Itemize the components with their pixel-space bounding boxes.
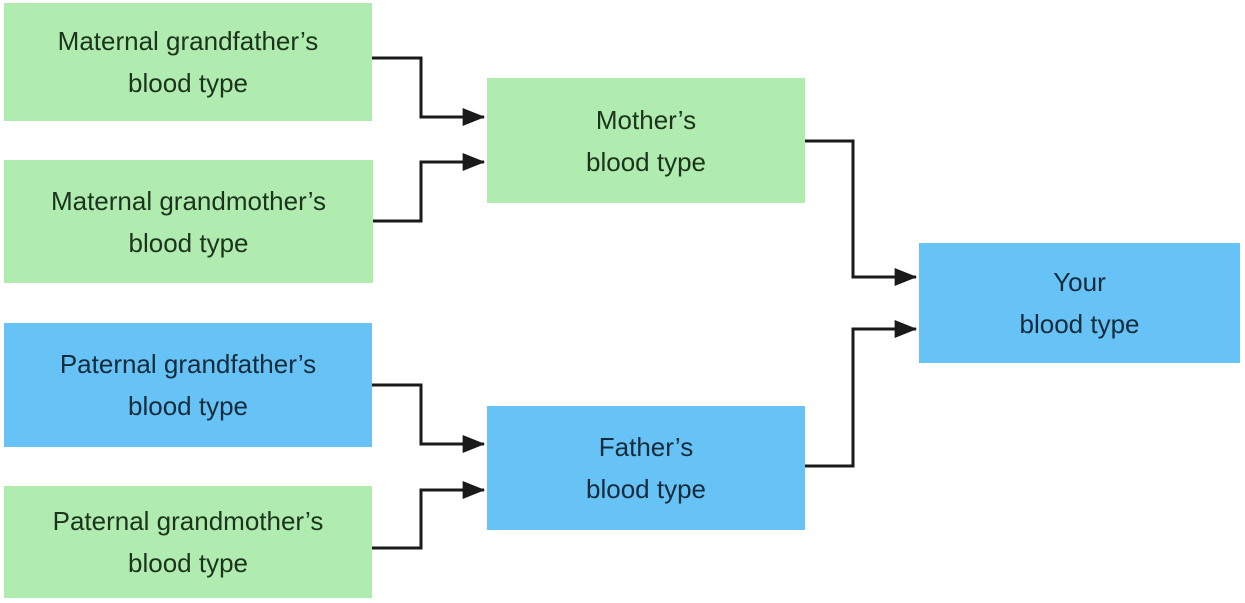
node-maternal-grandfather-blood-type: Maternal grandfather’s blood type [4,3,372,121]
node-label-line2: blood type [128,227,249,258]
node-label-line1: Your [1053,267,1106,297]
connector-pgf-to-father [372,383,486,453]
connector-mgm-to-mother [373,153,486,223]
node-your-blood-type: Your blood type [919,243,1240,363]
node-mother-blood-type: Mother’s blood type [487,78,805,203]
node-label-line2: blood type [128,391,248,421]
node-label-line2: blood type [128,68,248,98]
node-paternal-grandfather-blood-type: Paternal grandfather’s blood type [4,323,372,447]
node-paternal-grandmother-blood-type: Paternal grandmother’s blood type [4,486,372,598]
node-label-line1: Paternal grandmother’s [52,506,324,536]
node-label-line1: Father’s [598,432,694,462]
node-label-line1: Mother’s [595,104,697,135]
connector-pgm-to-father [372,481,486,550]
node-label-line1: Maternal grandfather’s [57,26,319,56]
connector-father-to-you [805,320,918,468]
node-label-line2: blood type [128,548,248,578]
node-maternal-grandmother-blood-type: Maternal grandmother’s blood type [4,160,373,283]
node-label-line2: blood type [586,146,706,177]
node-label-line1: Paternal grandfather’s [59,349,317,379]
node-label-line1: Maternal grandmother’s [50,185,327,216]
node-label-line2: blood type [1019,309,1140,339]
connector-mgf-to-mother [372,56,486,126]
node-label-line2: blood type [586,474,706,504]
connector-mother-to-you [805,139,918,286]
node-father-blood-type: Father’s blood type [487,406,805,530]
